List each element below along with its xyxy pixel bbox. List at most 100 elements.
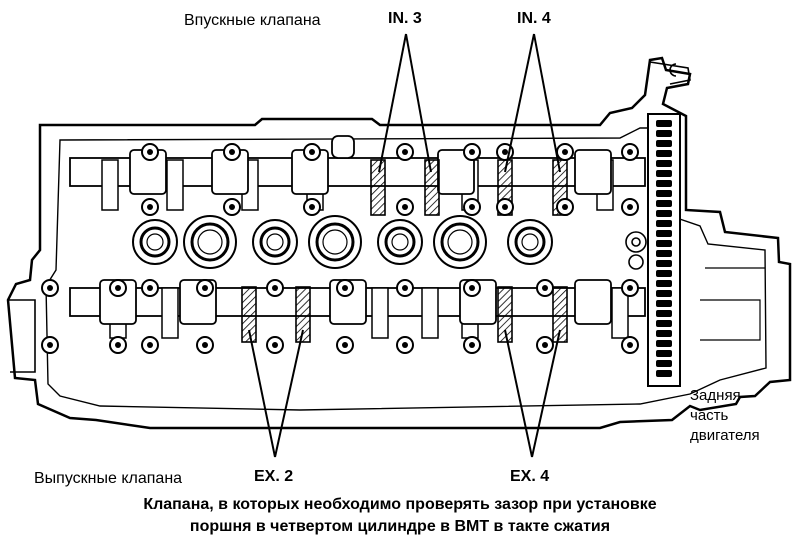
cam-lobe bbox=[101, 159, 119, 211]
intake-bearing-caps bbox=[129, 135, 612, 195]
bolt-center bbox=[469, 342, 475, 348]
caption-line: поршня в четвертом цилиндре в ВМТ в такт… bbox=[189, 518, 611, 535]
timing-chain bbox=[656, 120, 672, 377]
in3-label: IN. 3 bbox=[388, 10, 422, 27]
bolt-center bbox=[202, 285, 208, 291]
chain-link bbox=[656, 340, 672, 347]
chain-link bbox=[656, 320, 672, 327]
ex4-valve-a bbox=[497, 286, 513, 343]
cam-lobe bbox=[421, 287, 439, 339]
chain-link bbox=[656, 240, 672, 247]
rear-housing-detail bbox=[700, 267, 765, 341]
spark-plug-inner bbox=[197, 229, 223, 255]
spark-plug-inner bbox=[266, 233, 284, 251]
chain-link bbox=[656, 130, 672, 137]
bolt-center bbox=[47, 285, 53, 291]
ex2-label: EX. 2 bbox=[254, 468, 294, 485]
cam-lobe bbox=[371, 287, 389, 339]
spark-plug-wells bbox=[132, 215, 553, 269]
cam-lobe bbox=[161, 287, 179, 339]
ex4-leader-a bbox=[504, 329, 533, 458]
bolt-center bbox=[542, 285, 548, 291]
bolt-center bbox=[272, 285, 278, 291]
bolt-center bbox=[469, 204, 475, 210]
ex2-leader-b bbox=[274, 329, 304, 458]
bolt-center bbox=[469, 285, 475, 291]
chain-link bbox=[656, 350, 672, 357]
bolt-center bbox=[147, 285, 153, 291]
bolt-center bbox=[402, 204, 408, 210]
ex2-valve-b bbox=[295, 286, 311, 343]
bolt-center bbox=[309, 204, 315, 210]
spark-plug-bore bbox=[259, 226, 291, 258]
chain-link bbox=[656, 310, 672, 317]
bolt-center bbox=[562, 149, 568, 155]
rear-of-engine-label: Задняя часть двигателя bbox=[690, 386, 790, 446]
spark-plug-inner bbox=[322, 229, 348, 255]
spark-plug-inner bbox=[447, 229, 473, 255]
rear-label-line: Задняя bbox=[690, 387, 741, 404]
rear-label-line: часть bbox=[690, 407, 729, 424]
chain-link bbox=[656, 170, 672, 177]
ex4-valve-b bbox=[552, 286, 568, 343]
chain-link bbox=[656, 220, 672, 227]
chain-link bbox=[656, 370, 672, 377]
in3-leader-b bbox=[405, 33, 432, 173]
bolt-center bbox=[229, 149, 235, 155]
chain-link bbox=[656, 330, 672, 337]
in3-valve-b bbox=[424, 159, 440, 216]
bolt-center bbox=[342, 285, 348, 291]
bolt-center bbox=[47, 342, 53, 348]
figure-caption: Клапана, в которых необходимо проверять … bbox=[0, 494, 800, 538]
spark-plug-bore bbox=[190, 222, 230, 262]
bolt-center bbox=[469, 149, 475, 155]
bolt-center bbox=[402, 342, 408, 348]
chain-link bbox=[656, 200, 672, 207]
cam-lobe bbox=[611, 287, 629, 339]
bolt-center bbox=[627, 342, 633, 348]
rear-label-line: двигателя bbox=[690, 427, 760, 444]
ex2-leader-a bbox=[248, 329, 276, 458]
chain-link bbox=[656, 180, 672, 187]
bolt-center bbox=[627, 149, 633, 155]
bolt-center bbox=[147, 204, 153, 210]
in3-leader-a bbox=[378, 33, 407, 173]
exhaust-valves-label: Выпускные клапана bbox=[34, 470, 183, 487]
spark-plug-bore bbox=[440, 222, 480, 262]
in4-label: IN. 4 bbox=[517, 10, 551, 27]
bolt-center bbox=[272, 342, 278, 348]
spark-plug-bore bbox=[139, 226, 171, 258]
chain-link bbox=[656, 140, 672, 147]
intake-valves-label: Впускные клапана bbox=[184, 12, 321, 29]
leader-lines bbox=[248, 33, 561, 458]
bolt-center bbox=[627, 204, 633, 210]
bolt-center bbox=[229, 204, 235, 210]
chain-link bbox=[656, 280, 672, 287]
in4-leader-a bbox=[504, 33, 535, 173]
spark-plug-bore bbox=[315, 222, 355, 262]
chain-link bbox=[656, 120, 672, 127]
chain-link bbox=[656, 230, 672, 237]
caption-line: Клапана, в которых необходимо проверять … bbox=[143, 496, 657, 513]
spark-plug-bore bbox=[384, 226, 416, 258]
ex4-leader-b bbox=[531, 329, 561, 458]
chain-link bbox=[656, 190, 672, 197]
spark-plug-inner bbox=[521, 233, 539, 251]
left-flange bbox=[8, 299, 36, 373]
bolt-center bbox=[542, 342, 548, 348]
chain-link bbox=[656, 300, 672, 307]
bolt-center bbox=[309, 149, 315, 155]
bolt-center bbox=[502, 149, 508, 155]
spark-plug-inner bbox=[146, 233, 164, 251]
cam-lobe bbox=[166, 159, 184, 211]
in3-valve-a bbox=[370, 159, 386, 216]
chain-link bbox=[656, 250, 672, 257]
chain-link bbox=[656, 290, 672, 297]
bolt-center bbox=[115, 285, 121, 291]
chain-link bbox=[656, 260, 672, 267]
rear-bracket bbox=[649, 61, 691, 85]
bolt-center bbox=[402, 285, 408, 291]
ex4-label: EX. 4 bbox=[510, 468, 550, 485]
